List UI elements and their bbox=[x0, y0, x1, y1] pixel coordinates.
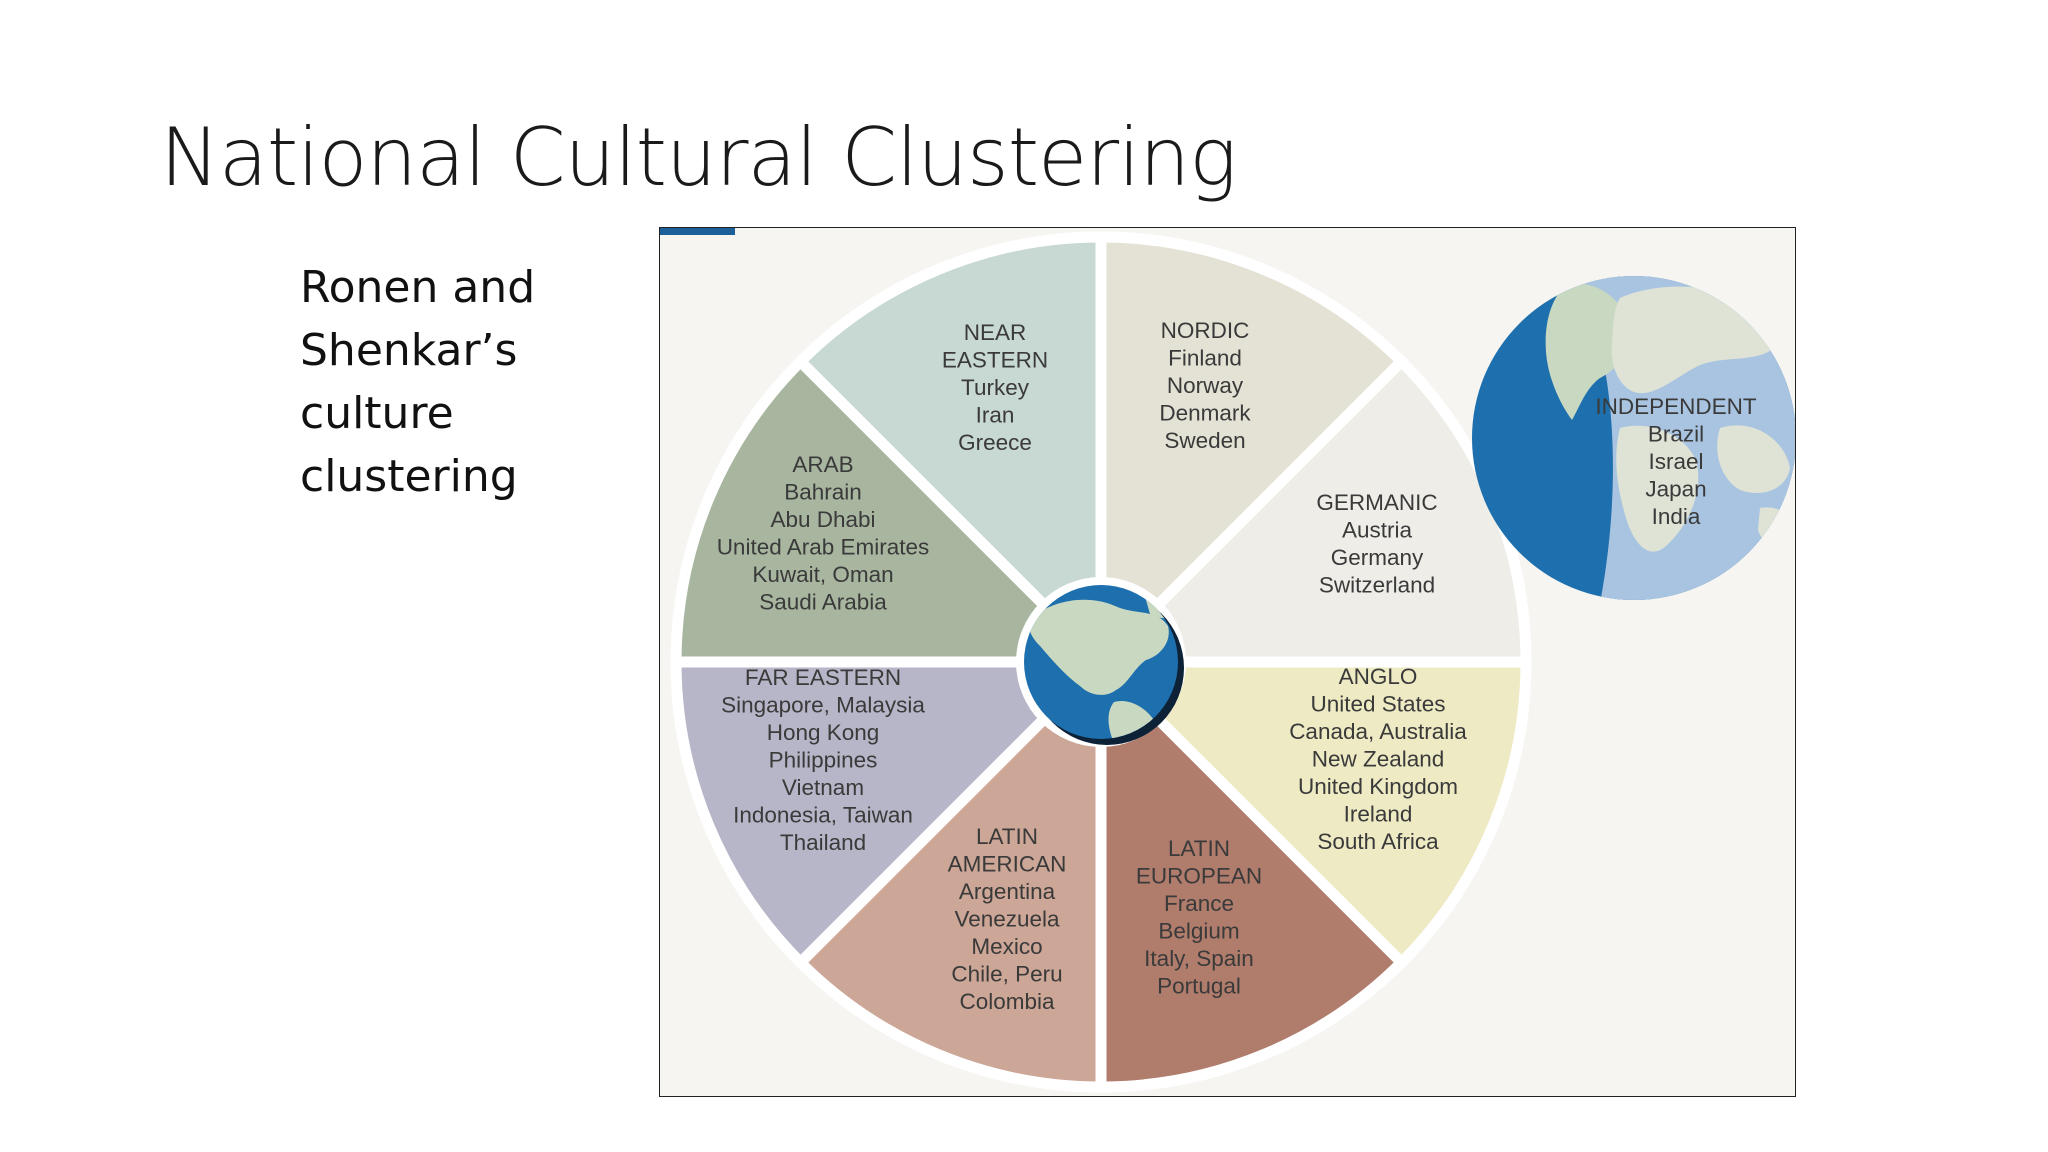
side-caption: Ronen and Shenkar’s culture clustering bbox=[300, 262, 536, 502]
cluster-segment-latin-american bbox=[670, 656, 1115, 971]
globe-icon bbox=[1016, 577, 1186, 747]
cluster-segment-near-eastern bbox=[1095, 231, 1410, 676]
cluster-segment-anglo bbox=[1095, 648, 1410, 1093]
cluster-segment-germanic bbox=[1087, 656, 1532, 971]
cluster-segment-latin-european bbox=[792, 648, 1107, 1093]
corner-bar bbox=[660, 228, 735, 235]
cluster-segment-arab bbox=[792, 231, 1107, 676]
slide-title: National Cultural Clustering bbox=[160, 111, 1237, 204]
cluster-segment-far-eastern bbox=[670, 353, 1115, 668]
